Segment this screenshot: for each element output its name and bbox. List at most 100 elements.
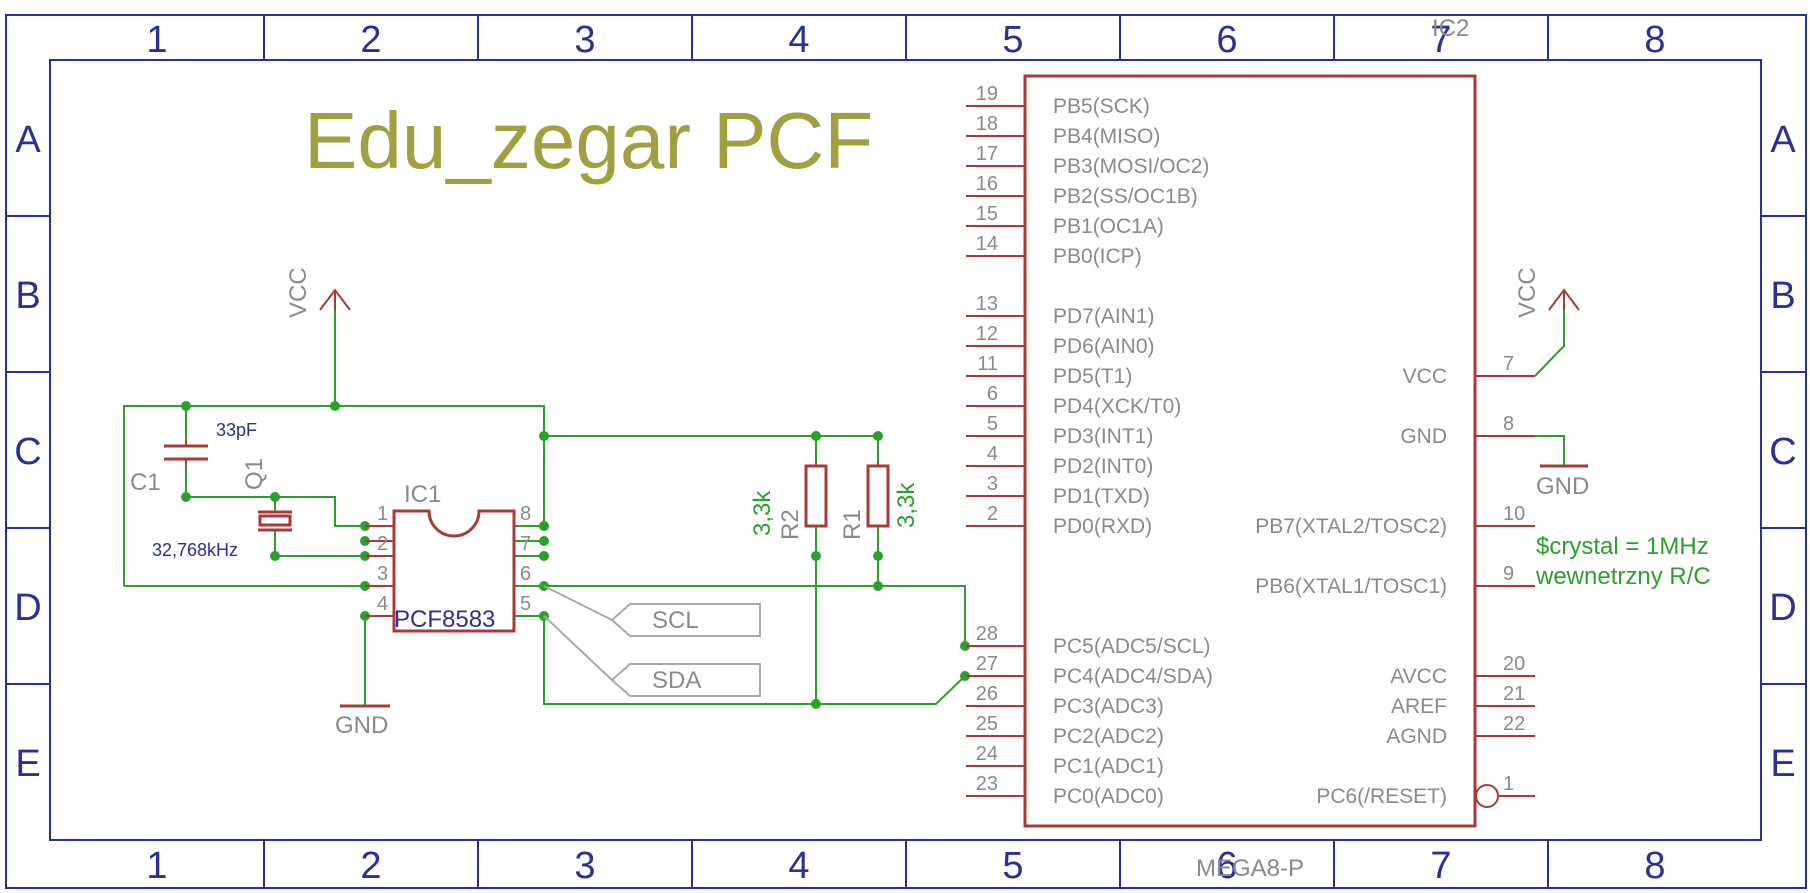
ic2-pin-number: 6 [987,383,998,405]
ic2-pin-label: PB7(XTAL2/TOSC2) [1255,515,1447,538]
gnd-symbol-left: GND [335,704,390,739]
r1-name: R1 [839,509,866,540]
ic1-pin-6: 6 [520,563,531,585]
vcc-label: VCC [285,267,312,318]
row-labels-left: A B C D E [14,119,41,785]
ic2-pin-label: GND [1400,425,1447,448]
ic2-pin-number: 20 [1503,653,1525,675]
gnd-label: GND [335,712,388,739]
outer-frame [5,14,1807,889]
r2-name: R2 [777,509,804,540]
ic2-pin-number: 17 [976,143,998,165]
row-label: D [1769,587,1796,629]
frame-dividers [6,15,1806,888]
ic1-pin-3: 3 [377,563,388,585]
row-labels-right: A B C D E [1769,119,1796,785]
resistor-r1: R1 3,3k [839,462,920,540]
scl-label: SCL [652,607,699,634]
ic2-pin-number: 11 [977,353,998,375]
ic1-pin-1: 1 [377,503,388,525]
row-label: C [1769,431,1796,473]
q1-name: Q1 [241,458,268,490]
ic2-pin-number: 10 [1503,503,1525,525]
vcc-symbol-right: VCC [1514,267,1580,377]
ic2-right-pins: 7VCC8GND10PB7(XTAL2/TOSC2)9PB6(XTAL1/TOS… [1255,353,1535,808]
ic2-pin-number: 15 [976,203,998,225]
ic2-pin-number: 5 [987,413,998,435]
ic2-pin-number: 18 [976,113,998,135]
ic2-pin-label: AVCC [1390,665,1447,688]
vcc-symbol-left: VCC [285,267,351,318]
ic2-pin-number: 26 [976,683,998,705]
col-label: 3 [574,845,595,887]
ic2-pin-label: PD1(TXD) [1053,485,1150,508]
ic1-pin-2: 2 [377,533,388,555]
ic2-pin-number: 24 [976,743,998,765]
ic2-pin-label: AREF [1391,695,1447,718]
ic2-pin-label: PB0(ICP) [1053,245,1142,268]
ic2-pin-number: 4 [987,443,998,465]
ic1-pin-8: 8 [520,503,531,525]
ic2-pin-number: 1 [1503,773,1514,795]
ic2-pin-label: VCC [1403,365,1447,388]
col-label: 7 [1430,19,1451,61]
ic2-pin-label: PD6(AIN0) [1053,335,1155,358]
column-labels-bottom: 1 2 3 4 5 6 7 8 [146,845,1665,887]
ic2-pin-number: 23 [976,773,998,795]
row-label: E [15,743,40,785]
row-label: C [14,431,41,473]
column-labels-top: 1 2 3 4 5 6 7 8 [146,19,1665,61]
ic2-pin-number: 22 [1503,713,1525,735]
note-line-1: $crystal = 1MHz [1536,533,1709,560]
col-label: 5 [1002,845,1023,887]
ic2-pin-label: PC6(/RESET) [1316,785,1447,808]
ic2-pin-label: PD5(T1) [1053,365,1132,388]
ic2-pin-number: 14 [976,233,998,255]
col-label: 7 [1430,845,1451,887]
q1-value: 32,768kHz [152,540,238,560]
ic2-pin-label: PD7(AIN1) [1053,305,1155,328]
col-label: 4 [788,845,809,887]
col-label: 1 [146,19,167,61]
row-label: B [15,275,40,317]
ic2-part: MEGA8-P [1196,855,1304,882]
ic2-pin-label: PB3(MOSI/OC2) [1053,155,1209,178]
ic2-pin-label: PB4(MISO) [1053,125,1160,148]
col-label: 8 [1644,19,1665,61]
ic2-pin-number: 13 [976,293,998,315]
schematic-title: Edu_zegar PCF [304,96,873,185]
ic2-pin-number: 3 [987,473,998,495]
ic2-pin-label: PB6(XTAL1/TOSC1) [1255,575,1447,598]
ic2-pin-label: PC1(ADC1) [1053,755,1164,778]
ic1-pin-4: 4 [377,593,388,615]
ic2-pin-label: AGND [1386,725,1447,748]
col-label: 3 [574,19,595,61]
ic2-pin-label: PC2(ADC2) [1053,725,1164,748]
resistor-r2: R2 3,3k [749,462,828,540]
ic1-part: PCF8583 [394,606,495,633]
ic2-pin-number: 12 [976,323,998,345]
ic1-pin-5: 5 [520,593,531,615]
net-label-scl: SCL [543,585,761,637]
ic2-pin-label: PC0(ADC0) [1053,785,1164,808]
ic2-pin-number: 16 [976,173,998,195]
c1-name: C1 [130,469,161,496]
ic1-pin-7: 7 [520,533,531,555]
ic2-name: IC2 [1432,15,1469,42]
col-label: 5 [1002,19,1023,61]
ic2-pin-number: 27 [976,653,998,675]
ic2-pin-number: 28 [976,623,998,645]
net-label-sda: SDA [543,615,761,697]
ic2-pin-label: PB5(SCK) [1053,95,1150,118]
ic2-pin-label: PC3(ADC3) [1053,695,1164,718]
ic2-mega8: IC2 MEGA8-P [1023,15,1477,882]
ic2-pin-label: PC4(ADC4/SDA) [1053,665,1213,688]
r1-value: 3,3k [893,482,920,528]
ic2-pin-label: PB1(OC1A) [1053,215,1164,238]
col-label: 6 [1216,19,1237,61]
ic2-pin-label: PC5(ADC5/SCL) [1053,635,1211,658]
ic2-pin-number: 21 [1503,683,1525,705]
col-label: 2 [360,845,381,887]
ic2-pin-label: PD2(INT0) [1053,455,1153,478]
ic1-name: IC1 [404,481,441,508]
